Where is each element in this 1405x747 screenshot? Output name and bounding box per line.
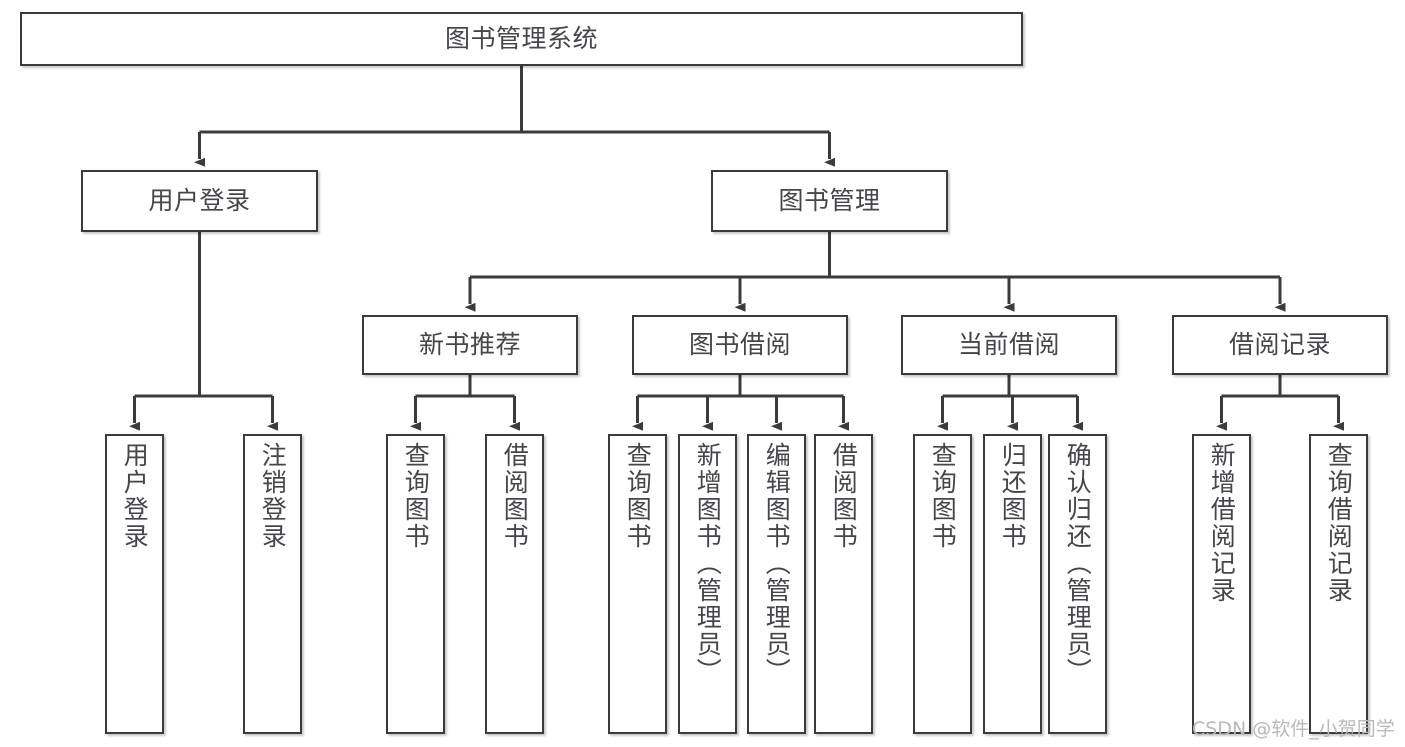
node-leaf-query-book-borrow[interactable]: 查询图书 bbox=[608, 434, 667, 734]
node-new-book-recommend[interactable]: 新书推荐 bbox=[362, 315, 578, 375]
node-leaf-edit-book-label: 编辑图书（管理员） bbox=[762, 442, 792, 685]
node-book-borrow-label: 图书借阅 bbox=[688, 330, 791, 360]
node-leaf-query-book-current[interactable]: 查询图书 bbox=[913, 434, 972, 734]
node-leaf-borrow-book[interactable]: 借阅图书 bbox=[814, 434, 873, 734]
node-book-management-label: 图书管理 bbox=[778, 186, 881, 216]
node-leaf-add-book[interactable]: 新增图书（管理员） bbox=[678, 434, 737, 734]
node-current-borrow[interactable]: 当前借阅 bbox=[901, 315, 1117, 375]
node-leaf-confirm-return[interactable]: 确认归还（管理员） bbox=[1048, 434, 1107, 734]
node-leaf-add-borrow-record[interactable]: 新增借阅记录 bbox=[1192, 434, 1251, 734]
node-user-login[interactable]: 用户登录 bbox=[81, 170, 318, 232]
node-leaf-user-login-label: 用户登录 bbox=[120, 442, 150, 550]
node-leaf-query-book-recommend-label: 查询图书 bbox=[401, 442, 431, 550]
node-leaf-return-book-label: 归还图书 bbox=[998, 442, 1028, 550]
node-leaf-user-logout-label: 注销登录 bbox=[258, 442, 288, 550]
node-leaf-query-book-current-label: 查询图书 bbox=[928, 442, 958, 550]
node-leaf-borrow-book-recommend[interactable]: 借阅图书 bbox=[485, 434, 544, 734]
csdn-watermark: CSDN @软件_小贺同学 bbox=[1192, 718, 1395, 740]
node-leaf-return-book[interactable]: 归还图书 bbox=[983, 434, 1042, 734]
node-leaf-edit-book[interactable]: 编辑图书（管理员） bbox=[747, 434, 806, 734]
node-user-login-label: 用户登录 bbox=[148, 186, 251, 216]
node-leaf-query-borrow-record-label: 查询借阅记录 bbox=[1324, 442, 1354, 604]
node-borrow-records-label: 借阅记录 bbox=[1228, 330, 1331, 360]
node-borrow-records[interactable]: 借阅记录 bbox=[1172, 315, 1388, 375]
node-leaf-confirm-return-label: 确认归还（管理员） bbox=[1063, 442, 1093, 685]
node-leaf-user-logout[interactable]: 注销登录 bbox=[243, 434, 302, 734]
node-leaf-borrow-book-label: 借阅图书 bbox=[829, 442, 859, 550]
node-leaf-add-borrow-record-label: 新增借阅记录 bbox=[1207, 442, 1237, 604]
node-root-label: 图书管理系统 bbox=[444, 24, 598, 54]
node-leaf-query-book-recommend[interactable]: 查询图书 bbox=[386, 434, 445, 734]
node-book-management[interactable]: 图书管理 bbox=[711, 170, 948, 232]
node-leaf-query-borrow-record[interactable]: 查询借阅记录 bbox=[1309, 434, 1368, 734]
node-leaf-add-book-label: 新增图书（管理员） bbox=[693, 442, 723, 685]
node-leaf-user-login[interactable]: 用户登录 bbox=[105, 434, 164, 734]
node-current-borrow-label: 当前借阅 bbox=[957, 330, 1060, 360]
node-new-book-recommend-label: 新书推荐 bbox=[418, 330, 521, 360]
node-leaf-query-book-borrow-label: 查询图书 bbox=[623, 442, 653, 550]
node-book-borrow[interactable]: 图书借阅 bbox=[632, 315, 848, 375]
node-leaf-borrow-book-recommend-label: 借阅图书 bbox=[500, 442, 530, 550]
node-root[interactable]: 图书管理系统 bbox=[20, 12, 1023, 66]
